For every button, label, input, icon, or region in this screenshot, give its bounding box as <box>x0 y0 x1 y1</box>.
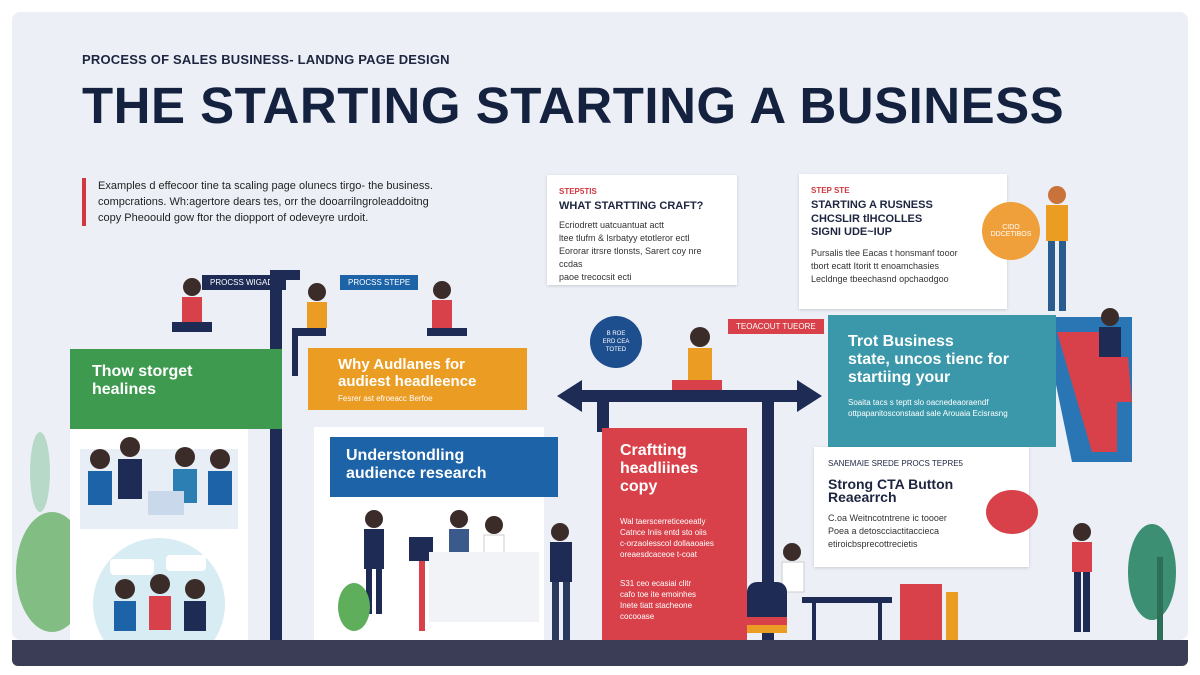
vertical-rail <box>270 270 282 640</box>
ribbon-process-3: TEOACOUT TUEORE <box>728 319 824 334</box>
infographic-canvas: PROCESS OF SALES BUSINESS- LANDNG PAGE D… <box>12 12 1188 640</box>
panel-heading: audiest headleence <box>338 373 477 390</box>
list-item: oreaesdcaceoe t-coat <box>620 550 697 559</box>
ribbon-process-1: PROCSS WIGADE <box>202 275 287 290</box>
panel-start-business: Trot Business state, uncos tienc for sta… <box>828 315 1056 447</box>
team-illustration <box>80 437 238 640</box>
card-heading: Strong CTA Button <box>828 476 954 492</box>
card-heading: WHAT STARTTING CRAFT? <box>559 200 704 212</box>
list-item: Inete tiatt stacheone <box>620 601 693 610</box>
double-arrow <box>557 380 822 412</box>
card-line: Poea a detoscciactitaccieca <box>828 526 940 536</box>
list-item: cafo toe ite emoinhes <box>620 590 697 599</box>
team-illustration <box>338 510 539 631</box>
intro-text: Examples d effecoor tine ta scaling page… <box>82 178 478 226</box>
card-line: Pursalis tlee Eacas t honsmanf tooor <box>811 248 958 258</box>
panel-heading: headliines <box>620 460 699 477</box>
panel-caption: Soaita tacs s teptt slo oacnedeaoraendf <box>848 398 989 407</box>
panel-list: Wal taerscerreticeoeatly Catnce Iniis en… <box>620 516 729 560</box>
card-heading-2: CHCSLIR tlHCOLLES <box>811 213 923 225</box>
panel-target-headlines: Thow storget healines <box>70 349 282 429</box>
panel-heading: Understondling <box>346 447 465 464</box>
intro-line-1: Examples d effecoor tine ta scaling page… <box>98 180 433 192</box>
list-item: cocooase <box>620 612 655 621</box>
intro-line-2: compcrations. Wh:agertore dears tes, orr… <box>98 196 429 208</box>
panel-heading: Craftting <box>620 442 687 459</box>
card-heading-1: STARTING A RUSNESS <box>811 199 933 211</box>
plant-stem <box>1157 557 1163 640</box>
card-heading: Reaearrch <box>828 489 897 505</box>
panel-understanding-audience: Understondling audience research <box>330 437 558 497</box>
panel-list: S31 ceo ecasiai clitr cafo toe ite emoin… <box>620 578 729 622</box>
card-starting-craft: STEP5TIS WHAT STARTTING CRAFT? Ecriodret… <box>547 175 737 285</box>
panel-cta-research: SANEMAIE SREDE PROCS TEPRE5 Strong CTA B… <box>814 447 1029 567</box>
panel-heading: copy <box>620 478 658 495</box>
panel-caption: Fesrer ast efroeacc Berfoe <box>338 394 433 403</box>
vertical-rail <box>762 402 774 640</box>
panel-heading: healines <box>92 381 157 398</box>
ribbon-process-2: PROCSS STEPE <box>340 275 419 290</box>
panel-illustration-left <box>70 429 248 640</box>
list-item: Catnce Iniis entd sto oiis <box>620 528 707 537</box>
card-line: paoe trecocsit ecti <box>559 272 632 282</box>
blue-badge: B ROE ERD CEA TOTED <box>590 316 642 368</box>
badge-line: B ROE <box>606 331 626 337</box>
card-tag: STEP STE <box>811 186 850 195</box>
plant-left-bg <box>30 432 50 512</box>
panel-heading: audience research <box>346 465 487 482</box>
rails-and-arrows <box>16 270 1176 640</box>
orange-badge: CIDO DDCETIBOS <box>982 202 1040 260</box>
panel-audience-headline: Why Audlanes for audiest headleence Fesr… <box>308 348 527 410</box>
card-line: Lecldnge tbeechasnd opchaodgoo <box>811 274 949 284</box>
panel-heading: Thow storget <box>92 363 193 380</box>
card-line: etiroicbsprecottrecietis <box>828 539 918 549</box>
card-tag: STEP5TIS <box>559 187 597 196</box>
panel-crafting-headlines: Craftting headliines copy Wal taerscerre… <box>602 428 747 640</box>
list-item: Wal taerscerreticeoeatly <box>620 517 706 526</box>
badge-line: TOTED <box>605 347 627 353</box>
card-line: C.oa Weitncotntrene ic toooer <box>828 513 947 523</box>
panel-heading: Why Audlanes for <box>338 356 465 373</box>
card-heading-3: SIGNI UDE~IUP <box>811 226 892 238</box>
card-signup: STEP STE STARTING A RUSNESS CHCSLIR tlHC… <box>799 174 1007 309</box>
card-tag: SANEMAIE SREDE PROCS TEPRE5 <box>828 459 963 468</box>
rail-cap <box>270 270 300 280</box>
intro-line-3: copy Pheoould gow ftor the diopport of o… <box>98 212 369 224</box>
badge-line: CIDO <box>1002 224 1020 231</box>
panel-heading: startiing your <box>848 369 951 386</box>
panel-caption: ottpapanitosconstaad sale Arouaia Ecisra… <box>848 409 1008 418</box>
floor-strip <box>12 640 1188 666</box>
card-line: ltee tlufm & lsrbatyy etotleror ectl <box>559 233 690 243</box>
panel-heading: state, uncos tienc for <box>848 351 1009 368</box>
page-title: THE STARTING STARTING A BUSINESS <box>82 77 1065 134</box>
plant-right <box>1128 524 1176 620</box>
card-line: tbort ecatt Itorit tt enoamchasies <box>811 261 940 271</box>
card-line: Ecriodrett uatcuantuat actt <box>559 220 665 230</box>
card-line: Eororar itrsre tlonsts, Sarert coy nre c… <box>559 246 702 269</box>
page-kicker: PROCESS OF SALES BUSINESS- LANDNG PAGE D… <box>82 52 450 67</box>
badge-line: ERD CEA <box>602 339 630 345</box>
vertical-rail <box>597 402 609 432</box>
badge-line: DDCETIBOS <box>990 231 1032 238</box>
panel-heading: Trot Business <box>848 333 954 350</box>
list-item: S31 ceo ecasiai clitr <box>620 579 692 588</box>
list-item: c-orzaolesscol dollaaoaies <box>620 539 714 548</box>
